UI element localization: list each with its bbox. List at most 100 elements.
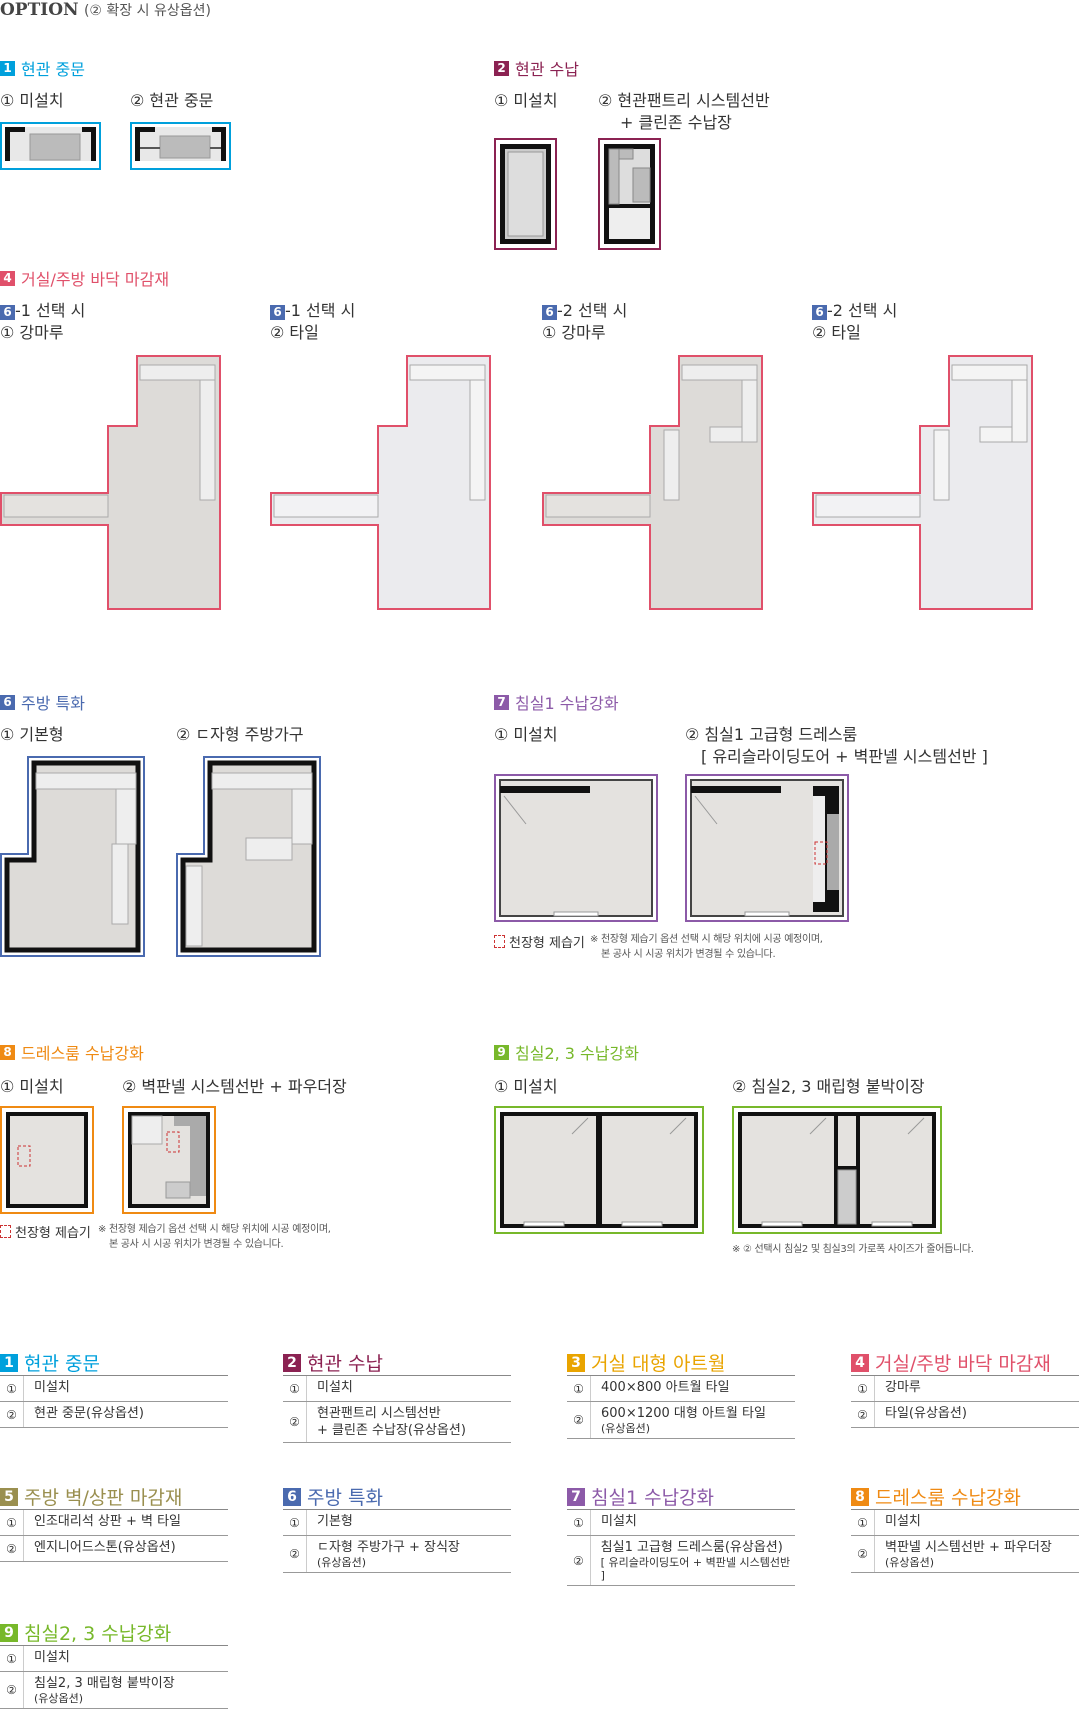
section-8-title: 8 드레스룸 수납강화 xyxy=(0,1040,144,1064)
s8-note-line2: 본 공사 시 시공 위치가 변경될 수 있습니다. xyxy=(109,1239,284,1250)
s4-col-4-select: -2 선택 시 xyxy=(827,301,898,320)
section-6-badge: 6 xyxy=(0,694,15,710)
table-4-badge: 4 xyxy=(851,1353,869,1372)
section-2-title: 2 현관 수납 xyxy=(494,56,579,80)
table-1-badge: 1 xyxy=(0,1353,18,1372)
s7-plan-uninstalled xyxy=(494,774,658,922)
s9-plan-builtin xyxy=(732,1106,942,1234)
dashed-box-icon xyxy=(494,935,505,948)
s4-plan-3 xyxy=(542,355,763,610)
section-6-title-text: 주방 특화 xyxy=(21,694,85,713)
table-5-badge: 5 xyxy=(0,1487,18,1506)
table-1-title: 현관 중문 xyxy=(24,1353,100,1375)
s6-option-1-label: ① 기본형 xyxy=(0,725,64,744)
section-1-title-text: 현관 중문 xyxy=(21,60,85,79)
s1-option-1-label: ① 미설치 xyxy=(0,91,64,110)
s8-option-1-label: ① 미설치 xyxy=(0,1077,64,1096)
s4-col-3-option: ① 강마루 xyxy=(542,323,606,342)
s7-option-2-label: ② 침실1 고급형 드레스룸 [ 유리슬라이딩도어 + 벽판넬 시스템선반 ] xyxy=(685,724,988,768)
s6-plan-basic xyxy=(0,756,145,957)
table-3-badge: 3 xyxy=(567,1353,585,1372)
s2-option-2-line1: ② 현관팬트리 시스템선반 xyxy=(598,91,770,110)
s8-note: ※ 천장형 제습기 옵션 선택 시 해당 위치에 시공 예정이며, 본 공사 시… xyxy=(98,1222,331,1252)
section-8-badge: 8 xyxy=(0,1044,15,1060)
s4-col-1-option: ① 강마루 xyxy=(0,323,64,342)
section-1-badge: 1 xyxy=(0,60,15,76)
s4-plan-4 xyxy=(812,355,1033,610)
s2-option-2-line2: + 클린존 수납장 xyxy=(620,113,732,132)
table-2-title: 현관 수납 xyxy=(307,1353,383,1375)
section-9-badge: 9 xyxy=(494,1044,509,1060)
section-8-title-text: 드레스룸 수납강화 xyxy=(21,1044,144,1063)
s6-option-2-label: ② ㄷ자형 주방가구 xyxy=(176,725,304,744)
s2-option-1-label: ① 미설치 xyxy=(494,91,558,110)
section-4-title: 4 거실/주방 바닥 마감재 xyxy=(0,266,169,290)
table-9-badge: 9 xyxy=(0,1623,18,1642)
s2-plan-uninstalled xyxy=(494,138,557,250)
s1-plan-uninstalled xyxy=(0,122,101,170)
s9-option-2-label: ② 침실2, 3 매립형 붙박이장 xyxy=(732,1077,925,1096)
dashed-box-icon xyxy=(0,1225,11,1238)
section-6-title: 6 주방 특화 xyxy=(0,690,85,714)
table-3-title: 거실 대형 아트월 xyxy=(591,1353,726,1375)
s4-col-2-option: ② 타일 xyxy=(270,323,319,342)
s4-col-4-label: 6-2 선택 시 ② 타일 xyxy=(812,300,897,344)
table-5-title: 주방 벽/상판 마감재 xyxy=(24,1487,183,1509)
table-4-title: 거실/주방 바닥 마감재 xyxy=(875,1353,1051,1375)
s4-col-2-select: -1 선택 시 xyxy=(285,301,356,320)
section-9-title: 9 침실2, 3 수납강화 xyxy=(494,1040,639,1064)
s4-col-1-label: 6-1 선택 시 ① 강마루 xyxy=(0,300,85,344)
section-1-title: 1 현관 중문 xyxy=(0,56,85,80)
s7-option-1-label: ① 미설치 xyxy=(494,725,558,744)
s4-col-1-badge: 6 xyxy=(0,305,15,320)
s9-plan-uninstalled xyxy=(494,1106,704,1234)
table-8-title: 드레스룸 수납강화 xyxy=(875,1487,1021,1509)
s4-col-2-badge: 6 xyxy=(270,305,285,320)
s7-option-2-line1: ② 침실1 고급형 드레스룸 xyxy=(685,725,858,744)
s7-option-2-line2: [ 유리슬라이딩도어 + 벽판넬 시스템선반 ] xyxy=(701,747,988,766)
s4-col-4-badge: 6 xyxy=(812,305,827,320)
s4-col-4-option: ② 타일 xyxy=(812,323,861,342)
s8-ceiling-label: 천장형 제습기 xyxy=(15,1226,91,1241)
s7-note-line1: ※ 천장형 제습기 옵션 선택 시 해당 위치에 시공 예정이며, xyxy=(590,934,823,945)
table-7-badge: 7 xyxy=(567,1487,585,1506)
table-6-badge: 6 xyxy=(283,1487,301,1506)
s8-option-2-label: ② 벽판넬 시스템선반 + 파우더장 xyxy=(122,1077,347,1096)
s4-col-2-label: 6-1 선택 시 ② 타일 xyxy=(270,300,355,344)
s2-option-2-label: ② 현관팬트리 시스템선반 + 클린존 수납장 xyxy=(598,90,770,134)
s7-ceiling-dehumidifier-legend: 천장형 제습기 xyxy=(494,932,585,951)
section-4-badge: 4 xyxy=(0,270,15,286)
section-9-title-text: 침실2, 3 수납강화 xyxy=(515,1044,639,1063)
s1-option-2-label: ② 현관 중문 xyxy=(130,91,214,110)
s9-option-1-label: ① 미설치 xyxy=(494,1077,558,1096)
s7-plan-dressroom xyxy=(685,774,849,922)
section-7-title-text: 침실1 수납강화 xyxy=(515,694,619,713)
s4-col-1-select: -1 선택 시 xyxy=(15,301,86,320)
header-subtitle: (② 확장 시 유상옵션) xyxy=(83,3,211,19)
